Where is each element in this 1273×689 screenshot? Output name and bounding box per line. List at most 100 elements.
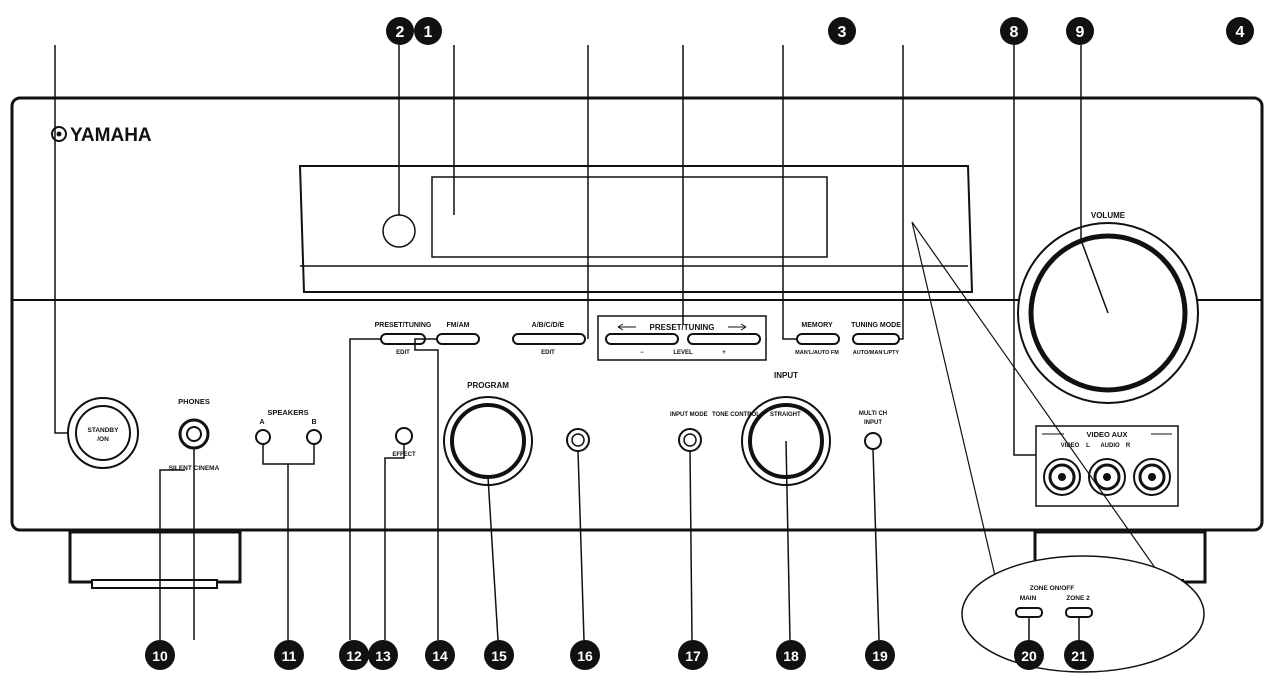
front-display-window	[298, 165, 974, 293]
svg-text:12: 12	[346, 648, 362, 664]
callout-8: 8	[1000, 17, 1028, 45]
preset-tuning-plus-button[interactable]	[687, 333, 761, 345]
display-screen	[431, 176, 828, 258]
svg-text:17: 17	[685, 648, 701, 664]
standby-on-label: /ON	[97, 436, 109, 443]
svg-text:16: 16	[577, 648, 593, 664]
left-foot	[68, 530, 242, 589]
video-aux-label: VIDEO AUX	[1087, 430, 1128, 439]
svg-text:11: 11	[282, 648, 297, 664]
program-knob[interactable]	[443, 396, 533, 486]
callout-19: 19	[865, 640, 895, 670]
svg-text:8: 8	[1010, 24, 1019, 41]
yamaha-logo: YAMAHA	[51, 125, 152, 146]
fm-am-button[interactable]	[436, 333, 480, 345]
svg-text:10: 10	[152, 648, 168, 664]
callout-12: 12	[339, 640, 369, 670]
callout-14: 14	[425, 640, 455, 670]
callout-15: 15	[484, 640, 514, 670]
abcde-button[interactable]	[512, 333, 586, 345]
volume-label: VOLUME	[1091, 211, 1126, 220]
multi-ch-input-label: INPUT	[864, 420, 882, 426]
abcde-edit-label: EDIT	[541, 350, 555, 356]
speaker-a-button[interactable]	[255, 429, 271, 445]
audio-l-jack[interactable]	[1088, 458, 1126, 496]
zone-onoff-label: ZONE ON/OFF	[1030, 585, 1074, 592]
audio-r-label: R	[1126, 443, 1131, 449]
straight-label: STRAIGHT	[770, 412, 801, 418]
standby-on-button[interactable]	[67, 397, 139, 469]
callout-2: 2	[386, 17, 414, 45]
svg-text:20: 20	[1021, 648, 1037, 664]
input-mode-label: INPUT MODE	[670, 412, 708, 418]
preset-tuning-minus-button[interactable]	[605, 333, 679, 345]
remote-sensor	[382, 214, 416, 248]
tone-control-label: TONE CONTROL	[712, 412, 760, 418]
svg-text:9: 9	[1076, 24, 1085, 41]
program-label: PROGRAM	[467, 381, 509, 390]
tuning-mode-button[interactable]	[852, 333, 900, 345]
preset-tuning-center-label: PRESET/TUNING	[650, 323, 715, 332]
minus-label: −	[640, 350, 644, 356]
audio-label: AUDIO	[1100, 443, 1120, 449]
phones-label: PHONES	[178, 397, 210, 406]
speaker-a-label: A	[259, 419, 264, 426]
main-label: MAIN	[1020, 595, 1037, 602]
zone-zoom-cone	[911, 221, 1159, 581]
standby-label: STANDBY	[88, 427, 120, 434]
main-zone-button[interactable]	[1015, 607, 1043, 618]
brand-text: YAMAHA	[70, 125, 152, 146]
phones-jack[interactable]	[178, 418, 210, 450]
plus-label: +	[722, 350, 726, 356]
zone2-button[interactable]	[1065, 607, 1093, 618]
callout-21: 21	[1064, 640, 1094, 670]
fm-am-label: FM/AM	[447, 322, 470, 329]
callout-18: 18	[776, 640, 806, 670]
speaker-b-label: B	[311, 419, 316, 426]
input-mode-button[interactable]	[678, 428, 702, 452]
svg-text:14: 14	[432, 648, 448, 664]
callout-11: 11	[274, 640, 304, 670]
edit-label: EDIT	[396, 350, 410, 356]
callout-9: 9	[1066, 17, 1094, 45]
effect-button[interactable]	[395, 427, 413, 445]
callout-1: 1	[414, 17, 442, 45]
svg-text:15: 15	[491, 648, 507, 664]
button-16[interactable]	[566, 428, 590, 452]
svg-text:19: 19	[872, 648, 888, 664]
memory-sub-label: MAN'L/AUTO FM	[795, 350, 839, 356]
multi-ch-label: MULTI CH	[859, 411, 887, 417]
audio-l-label: L	[1086, 443, 1090, 449]
callout-17: 17	[678, 640, 708, 670]
video-jack[interactable]	[1043, 458, 1081, 496]
input-label: INPUT	[774, 371, 798, 380]
audio-r-jack[interactable]	[1133, 458, 1171, 496]
tuning-mode-sub-label: AUTO/MAN'L/PTY	[853, 350, 900, 356]
callout-20: 20	[1014, 640, 1044, 670]
callout-3: 3	[828, 17, 856, 45]
speakers-leader	[262, 445, 315, 640]
speaker-b-button[interactable]	[306, 429, 322, 445]
multi-ch-input-button[interactable]	[864, 432, 882, 450]
svg-text:13: 13	[375, 648, 391, 664]
memory-button[interactable]	[796, 333, 840, 345]
callout-10: 10	[145, 640, 175, 670]
abcde-label: A/B/C/D/E	[532, 322, 565, 329]
svg-text:4: 4	[1236, 24, 1245, 41]
callout-4: 4	[1226, 17, 1254, 45]
svg-text:18: 18	[783, 648, 799, 664]
svg-text:1: 1	[424, 24, 433, 41]
zone2-label: ZONE 2	[1066, 595, 1090, 602]
svg-text:21: 21	[1071, 648, 1087, 664]
preset-tuning-edit-label: PRESET/TUNING	[375, 322, 432, 329]
leader-lines	[54, 45, 1109, 641]
level-label: LEVEL	[673, 350, 693, 356]
tuning-mode-label: TUNING MODE	[851, 322, 901, 329]
callout-16: 16	[570, 640, 600, 670]
svg-text:3: 3	[838, 24, 847, 41]
callout-13: 13	[368, 640, 398, 670]
memory-label: MEMORY	[801, 322, 833, 329]
speakers-label: SPEAKERS	[267, 408, 308, 417]
svg-text:2: 2	[396, 24, 405, 41]
